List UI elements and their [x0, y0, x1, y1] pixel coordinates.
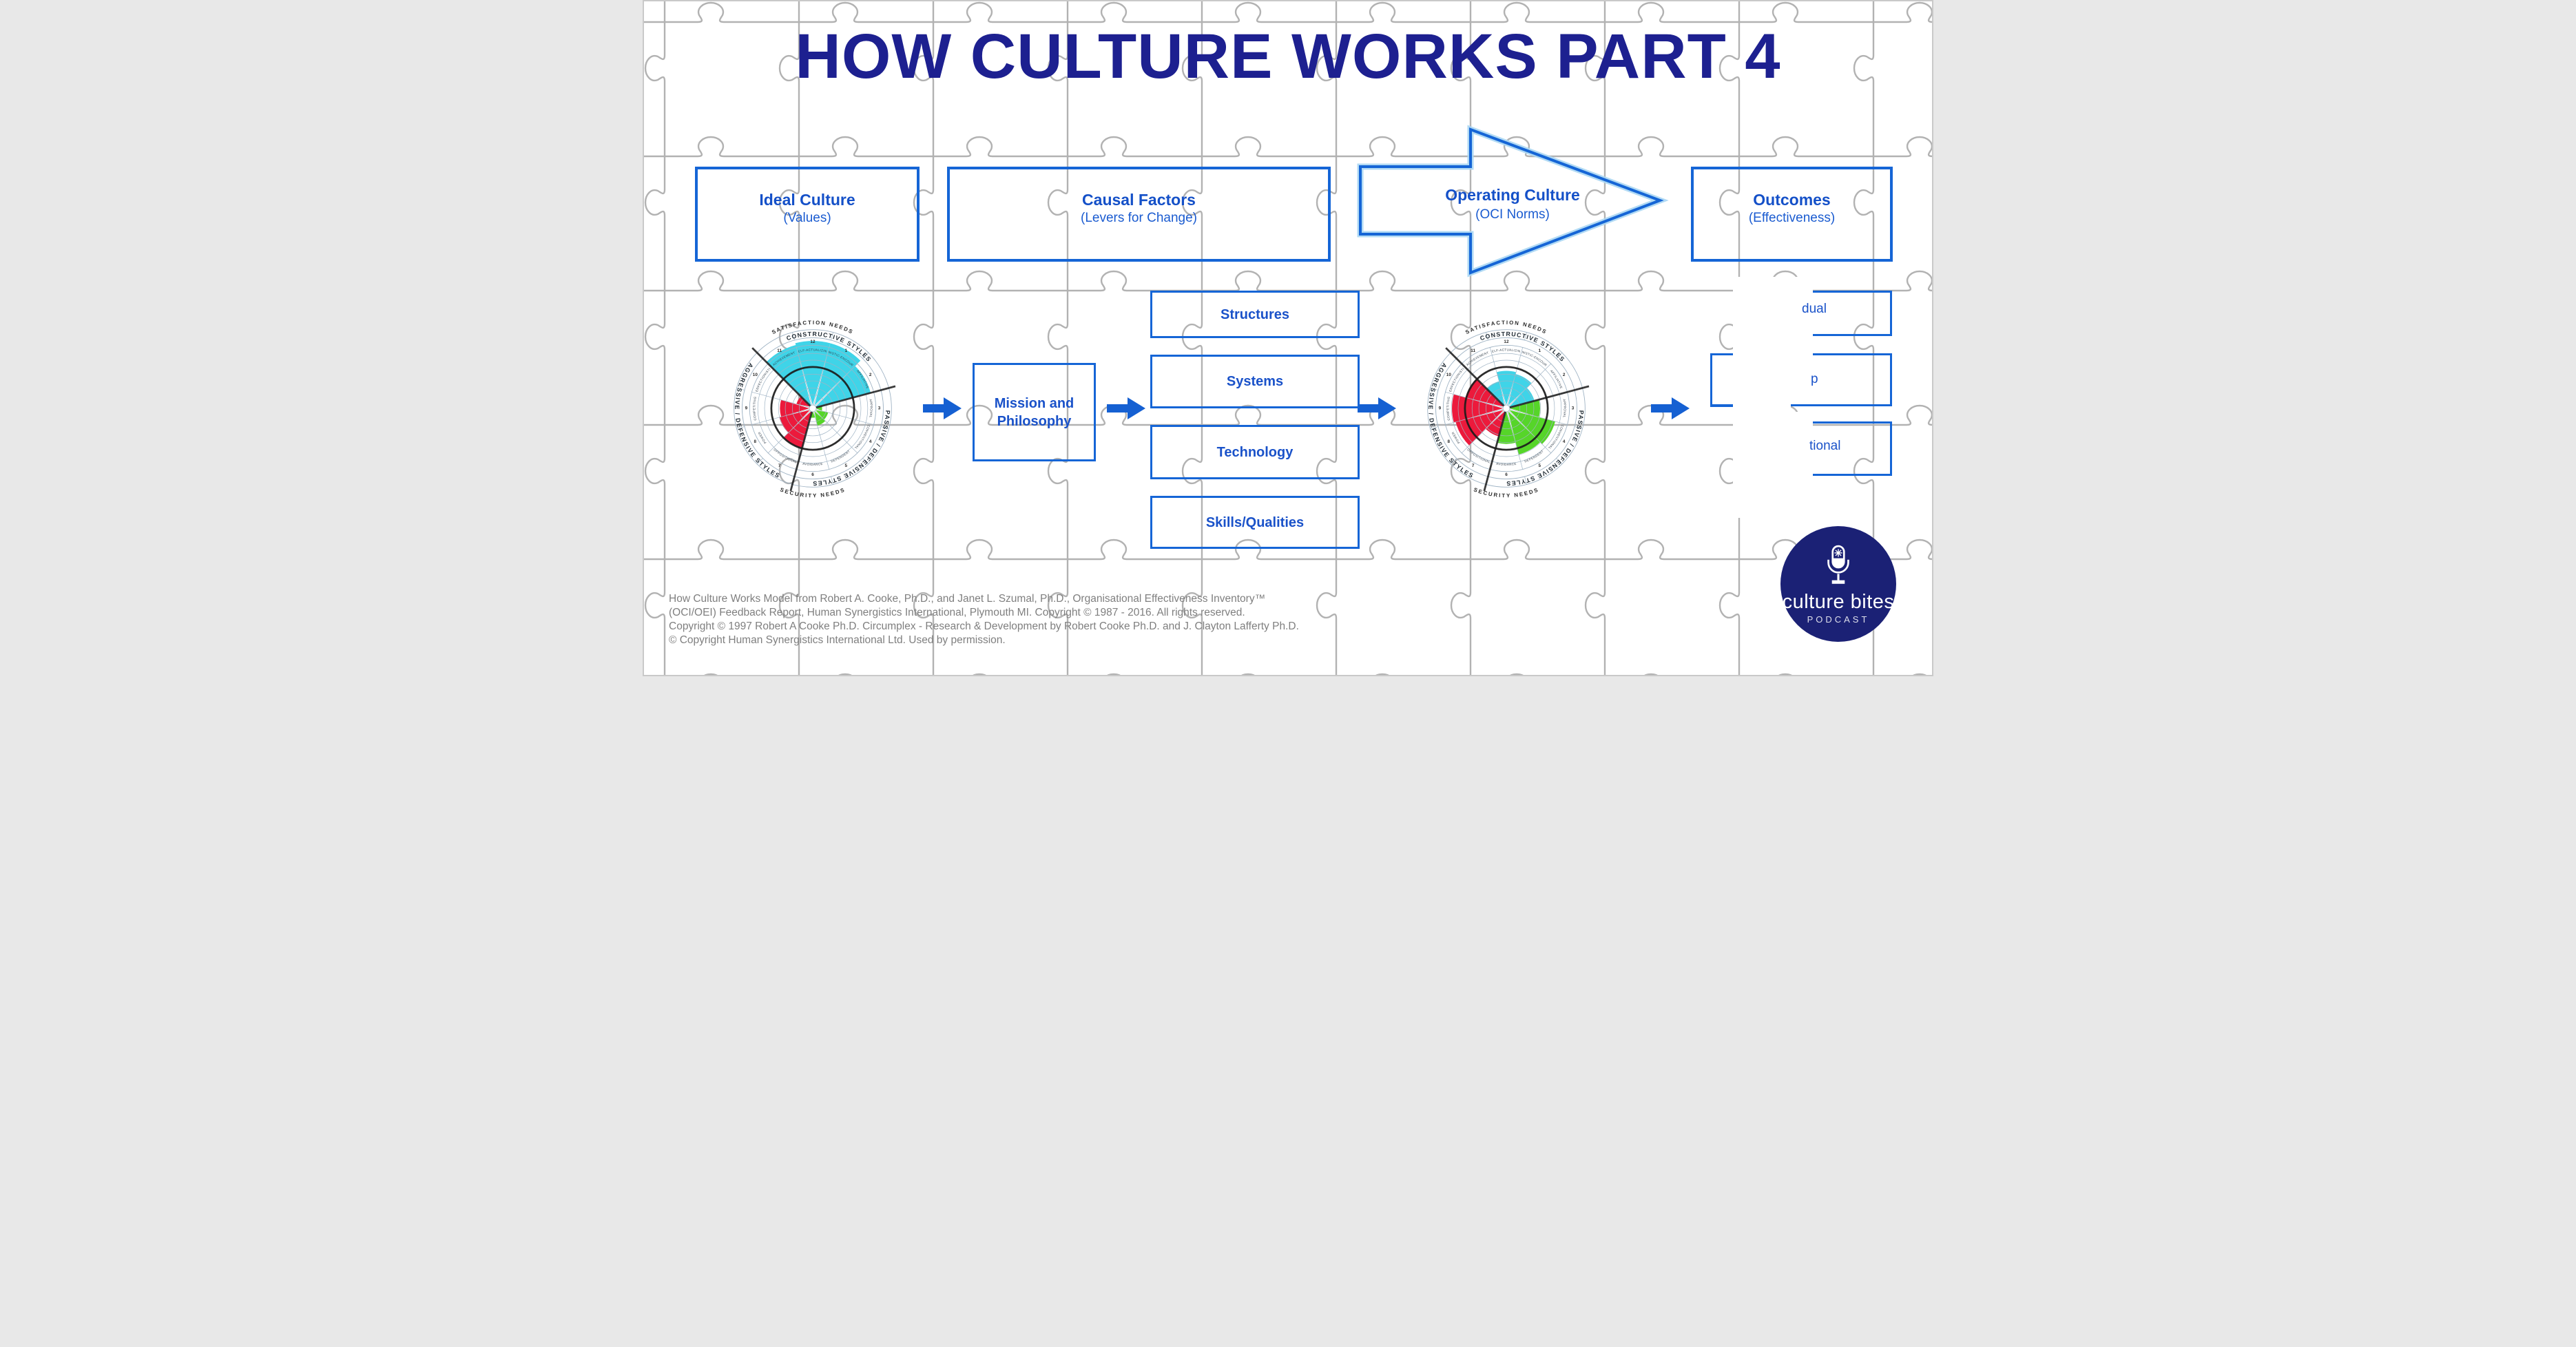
svg-text:4: 4 [869, 439, 872, 444]
logo-subtitle: PODCAST [1807, 614, 1870, 625]
svg-text:SECURITY NEEDS: SECURITY NEEDS [779, 486, 846, 499]
svg-text:COMPETITIVE: COMPETITIVE [752, 396, 757, 421]
svg-text:CONVENTIONAL: CONVENTIONAL [854, 424, 871, 450]
structures-label: Structures [1220, 306, 1290, 322]
operating-culture-text: Operating Culture (OCI Norms) [1402, 186, 1623, 222]
arrow-outline [1359, 127, 1664, 275]
logo-culture-bites: culture bites PODCAST [1780, 526, 1896, 642]
operating-culture-arrow [1357, 125, 1669, 278]
svg-text:9: 9 [1439, 406, 1442, 411]
outcomes-label: Outcomes [1753, 191, 1831, 209]
svg-text:7: 7 [778, 463, 781, 468]
infographic-page: HOW CULTURE WORKS PART 4 Ideal Culture (… [643, 0, 1933, 676]
svg-text:1: 1 [845, 348, 848, 353]
individual-label-fragment: dual [1802, 302, 1827, 316]
outcomes-sublabel: (Effectiveness) [1748, 210, 1836, 225]
svg-text:5: 5 [845, 463, 848, 468]
svg-text:OPPOSITIONAL: OPPOSITIONAL [1466, 448, 1490, 463]
copyright-line: Copyright © 1997 Robert A Cooke Ph.D. Ci… [669, 620, 1299, 632]
svg-text:2: 2 [1563, 373, 1566, 377]
box-mission-philosophy: Mission and Philosophy [973, 363, 1096, 461]
box-systems: Systems [1150, 355, 1360, 408]
svg-text:9: 9 [745, 406, 748, 411]
copyright-text: How Culture Works Model from Robert A. C… [669, 592, 1299, 647]
svg-text:8: 8 [754, 439, 757, 444]
mission-line1: Mission and [994, 395, 1074, 411]
svg-text:4: 4 [1563, 439, 1566, 444]
svg-text:10: 10 [753, 373, 758, 377]
systems-label: Systems [1226, 374, 1284, 389]
svg-text:5: 5 [1539, 463, 1541, 468]
svg-text:10: 10 [1446, 373, 1452, 377]
organisational-label-fragment: tional [1809, 439, 1841, 453]
svg-text:3: 3 [878, 406, 881, 411]
copyright-line: © Copyright Human Synergistics Internati… [669, 634, 1006, 646]
causal-factors-label: Causal Factors [1082, 191, 1196, 209]
svg-text:AVOIDANCE: AVOIDANCE [802, 462, 823, 466]
ideal-culture-sublabel: (Values) [783, 210, 831, 225]
svg-text:COMPETITIVE: COMPETITIVE [1446, 396, 1451, 421]
svg-text:2: 2 [869, 373, 872, 377]
arrow-right-icon [923, 397, 962, 419]
arrow-right-icon [1107, 397, 1145, 419]
copyright-line: How Culture Works Model from Robert A. C… [669, 593, 1266, 605]
svg-text:6: 6 [1505, 472, 1508, 477]
operating-culture-label: Operating Culture [1445, 186, 1580, 204]
svg-text:AFFILIATIVE: AFFILIATIVE [1550, 369, 1564, 389]
box-structures: Structures [1150, 291, 1360, 338]
svg-text:AVOIDANCE: AVOIDANCE [1496, 462, 1517, 466]
svg-text:3: 3 [1572, 406, 1575, 411]
svg-text:11: 11 [1471, 348, 1475, 353]
box-causal-factors: Causal Factors (Levers for Change) [947, 167, 1331, 262]
mission-line2: Philosophy [997, 413, 1072, 429]
svg-text:11: 11 [777, 348, 782, 353]
svg-text:OPPOSITIONAL: OPPOSITIONAL [773, 448, 797, 463]
causal-factors-sublabel: (Levers for Change) [1081, 210, 1197, 225]
svg-text:6: 6 [811, 472, 814, 477]
svg-text:12: 12 [810, 340, 816, 344]
missing-piece-gap [1733, 412, 1813, 518]
arrow-right-icon [1358, 397, 1396, 419]
box-skills-qualities: Skills/Qualities [1150, 496, 1360, 549]
technology-label: Technology [1216, 444, 1294, 460]
svg-text:12: 12 [1504, 340, 1509, 344]
missing-piece-gap [1733, 277, 1813, 403]
puzzle-background [644, 1, 1932, 675]
svg-text:8: 8 [1448, 439, 1451, 444]
svg-text:SECURITY NEEDS: SECURITY NEEDS [1473, 486, 1539, 499]
copyright-line: (OCI/OEI) Feedback Report, Human Synergi… [669, 607, 1245, 618]
operating-culture-sublabel: (OCI Norms) [1475, 207, 1550, 222]
svg-text:1: 1 [1539, 348, 1541, 353]
mission-philosophy-label: Mission and Philosophy [995, 395, 1074, 430]
arrow-right-icon [1651, 397, 1690, 419]
group-box-corner-fragment [1710, 385, 1733, 407]
page-title: HOW CULTURE WORKS PART 4 [795, 21, 1781, 92]
svg-text:POWER: POWER [1451, 431, 1461, 444]
box-technology: Technology [1150, 425, 1360, 479]
logo-title: culture bites [1782, 591, 1895, 613]
svg-text:POWER: POWER [758, 431, 767, 444]
box-outcomes: Outcomes (Effectiveness) [1691, 167, 1893, 262]
box-ideal-culture: Ideal Culture (Values) [695, 167, 920, 262]
skills-qualities-label: Skills/Qualities [1205, 514, 1305, 530]
group-label-fragment: p [1811, 372, 1818, 386]
svg-text:APPROVAL: APPROVAL [1563, 399, 1567, 418]
microphone-icon [1827, 545, 1849, 584]
ideal-culture-label: Ideal Culture [759, 191, 855, 209]
missing-piece-gap [1733, 403, 1791, 412]
svg-text:7: 7 [1472, 463, 1475, 468]
svg-text:APPROVAL: APPROVAL [869, 399, 873, 418]
svg-text:ACHIEVEMENT: ACHIEVEMENT [1466, 351, 1489, 366]
